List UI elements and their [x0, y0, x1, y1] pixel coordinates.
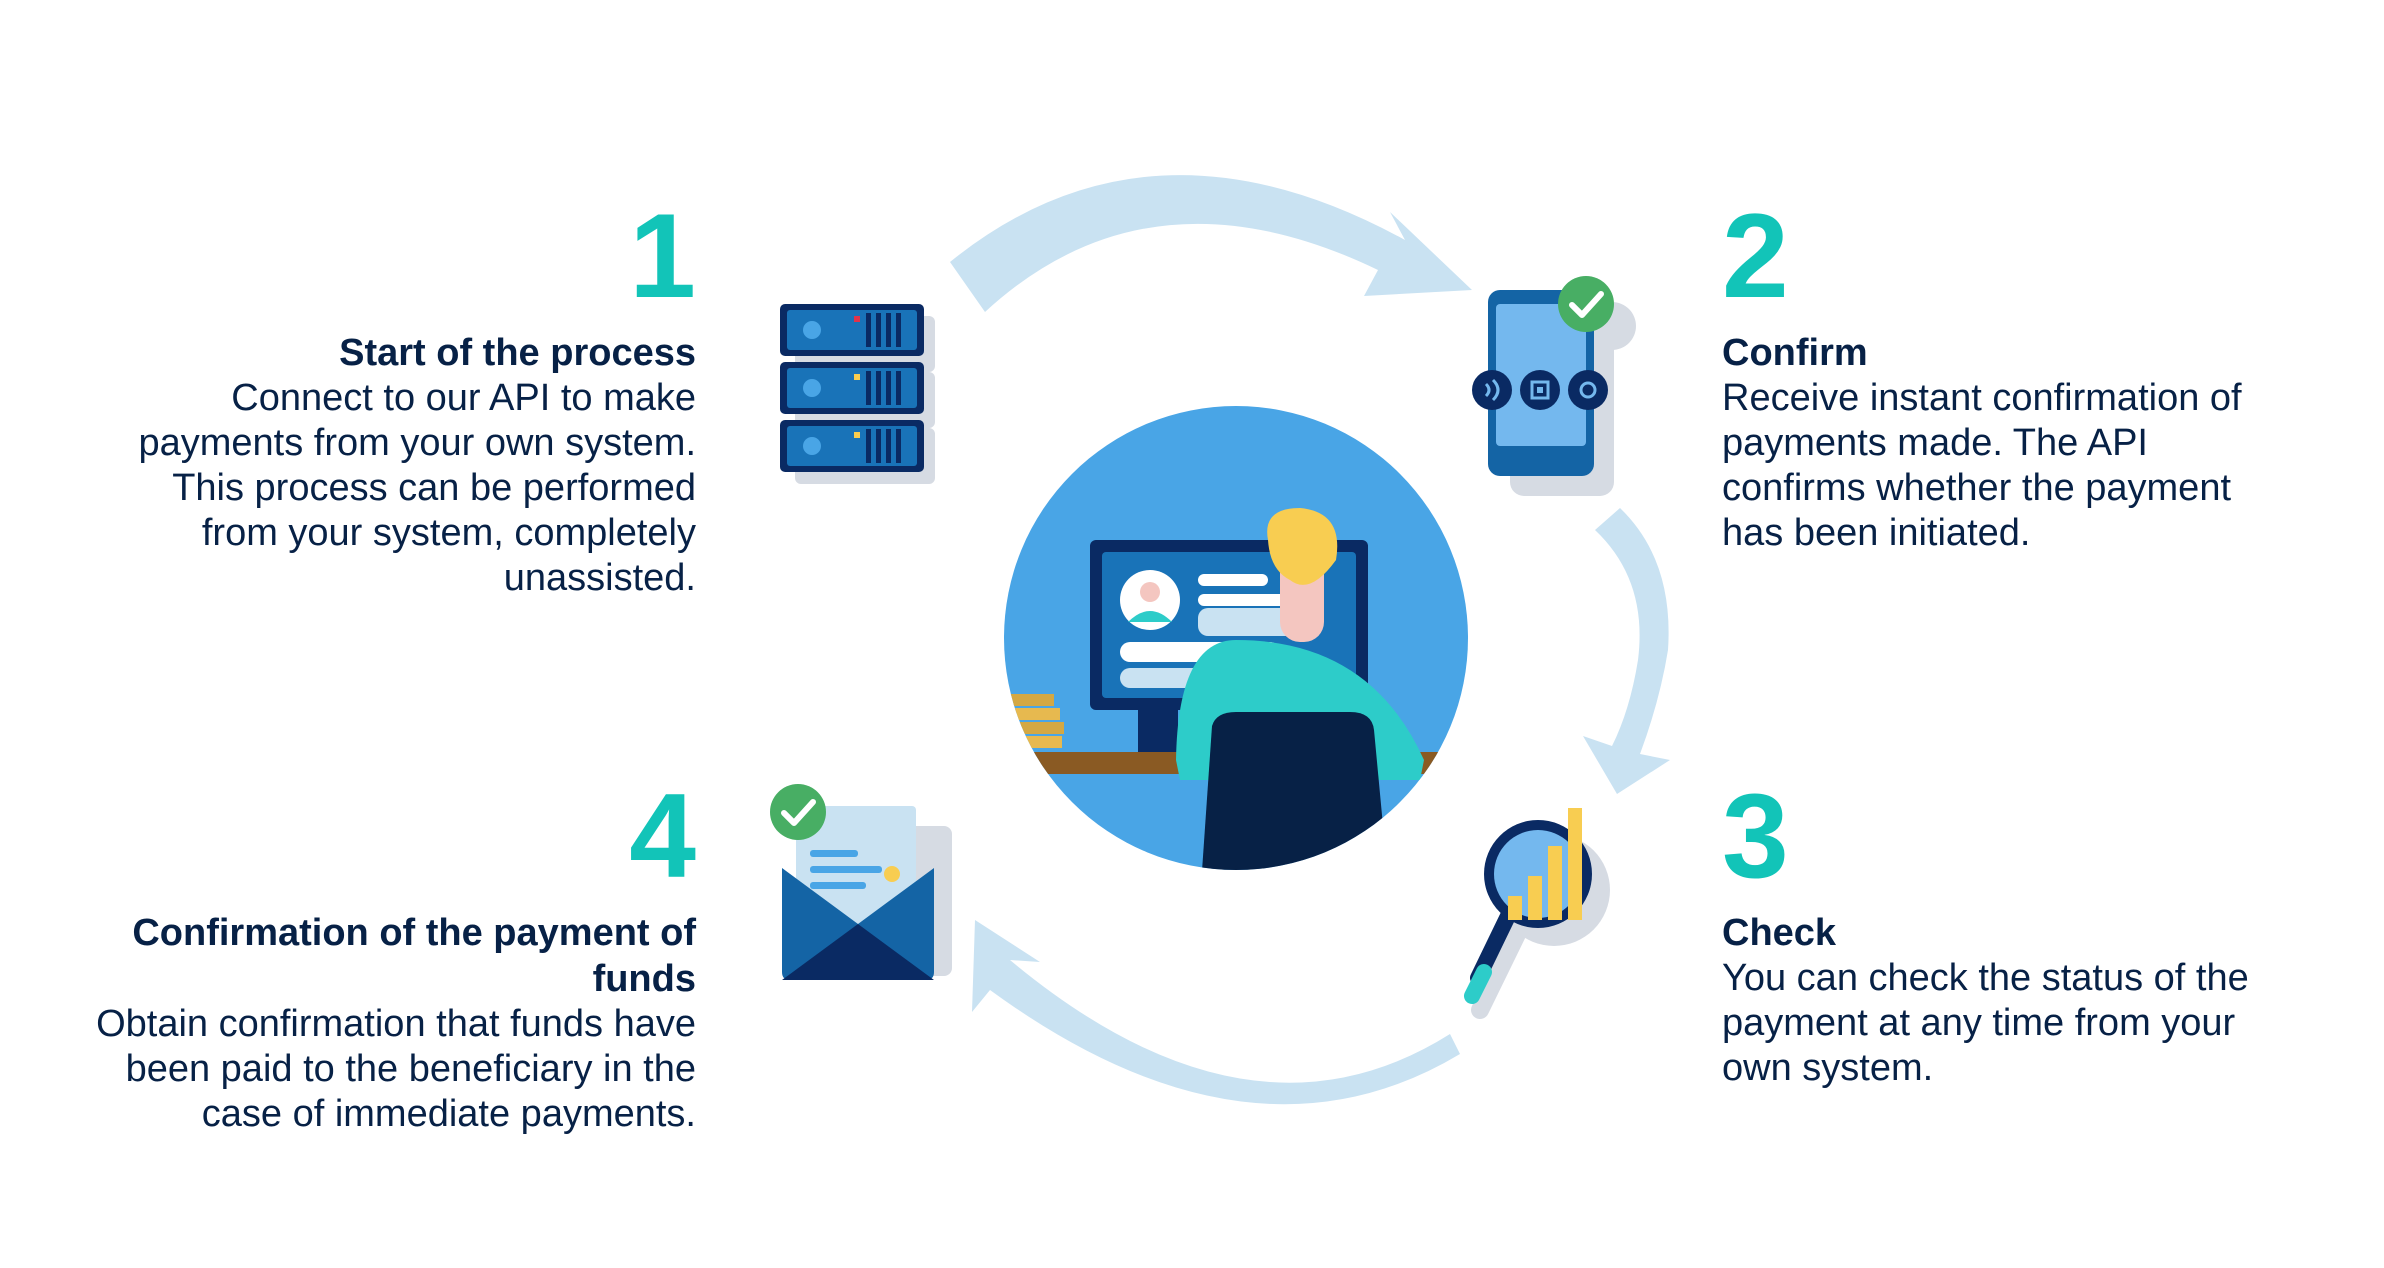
arrow-2-to-3 [1583, 508, 1670, 794]
arrow-3-to-4 [972, 920, 1460, 1105]
person-at-computer-icon [1004, 406, 1468, 870]
step-number: 2 [1722, 189, 1789, 323]
cycle-arrows [950, 175, 1670, 1105]
step-number: 1 [629, 189, 696, 323]
step-1: 1 Start of the process Connect to our AP… [100, 196, 696, 601]
envelope-document-check-icon [770, 784, 952, 980]
step-description: You can check the status of the payment … [1722, 957, 2249, 1089]
step-description: Obtain confirmation that funds have been… [96, 1003, 696, 1135]
step-4: 4 Confirmation of the payment of funds O… [40, 776, 696, 1137]
step-2: 2 Confirm Receive instant confirmation o… [1722, 196, 2302, 556]
server-icon [780, 304, 935, 484]
step-3: 3 Check You can check the status of the … [1722, 776, 2302, 1091]
smartphone-check-icon [1472, 276, 1636, 496]
step-title: Confirm [1722, 332, 1868, 374]
step-description: Connect to our API to make payments from… [138, 377, 696, 599]
arrow-1-to-2 [950, 175, 1472, 312]
step-title: Start of the process [339, 332, 696, 374]
step-description: Receive instant confirmation of payments… [1722, 377, 2242, 554]
magnifier-chart-icon [1464, 808, 1610, 1019]
step-number: 4 [629, 769, 696, 903]
step-title: Confirmation of the payment of funds [132, 912, 696, 1000]
step-number: 3 [1722, 769, 1789, 903]
step-title: Check [1722, 912, 1837, 954]
